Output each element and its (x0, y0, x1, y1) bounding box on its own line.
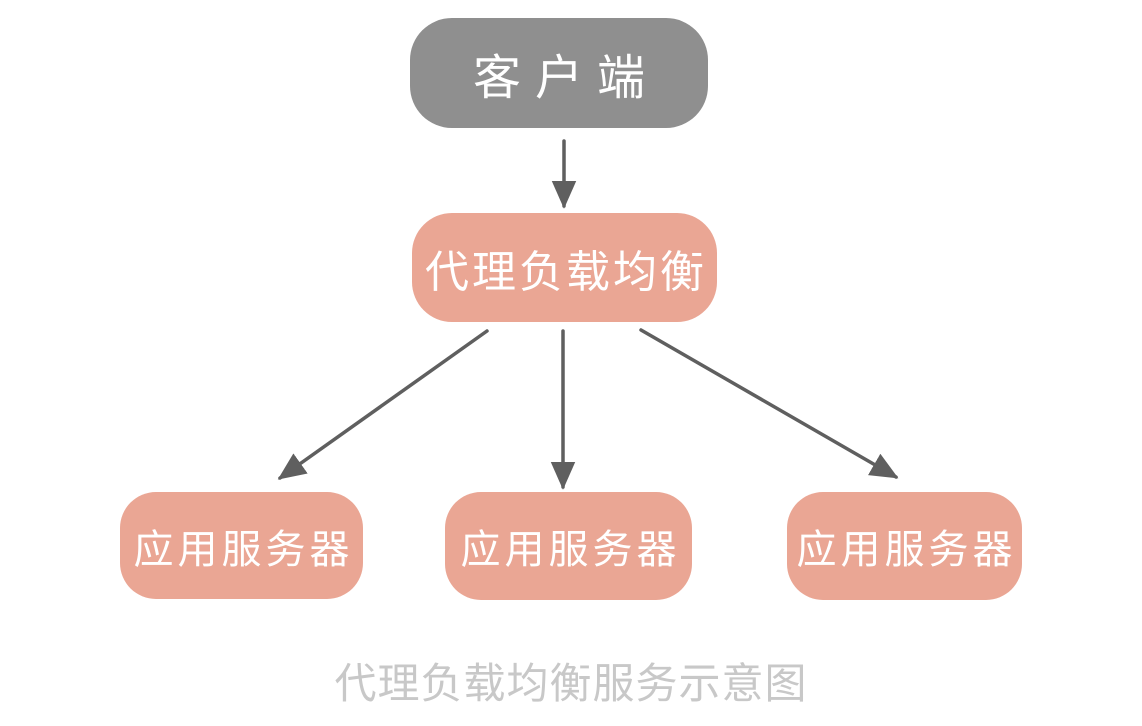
edge-proxy-server-1 (277, 329, 489, 480)
edge-proxy-server-3 (639, 328, 899, 479)
node-client: 客户端 (410, 18, 708, 128)
node-app-server-2: 应用服务器 (445, 492, 692, 600)
diagram-caption: 代理负载均衡服务示意图 (334, 659, 808, 708)
node-app-server-3: 应用服务器 (787, 492, 1022, 600)
node-proxy-load-balancer: 代理负载均衡 (412, 213, 717, 322)
node-app-server-1: 应用服务器 (120, 492, 363, 599)
